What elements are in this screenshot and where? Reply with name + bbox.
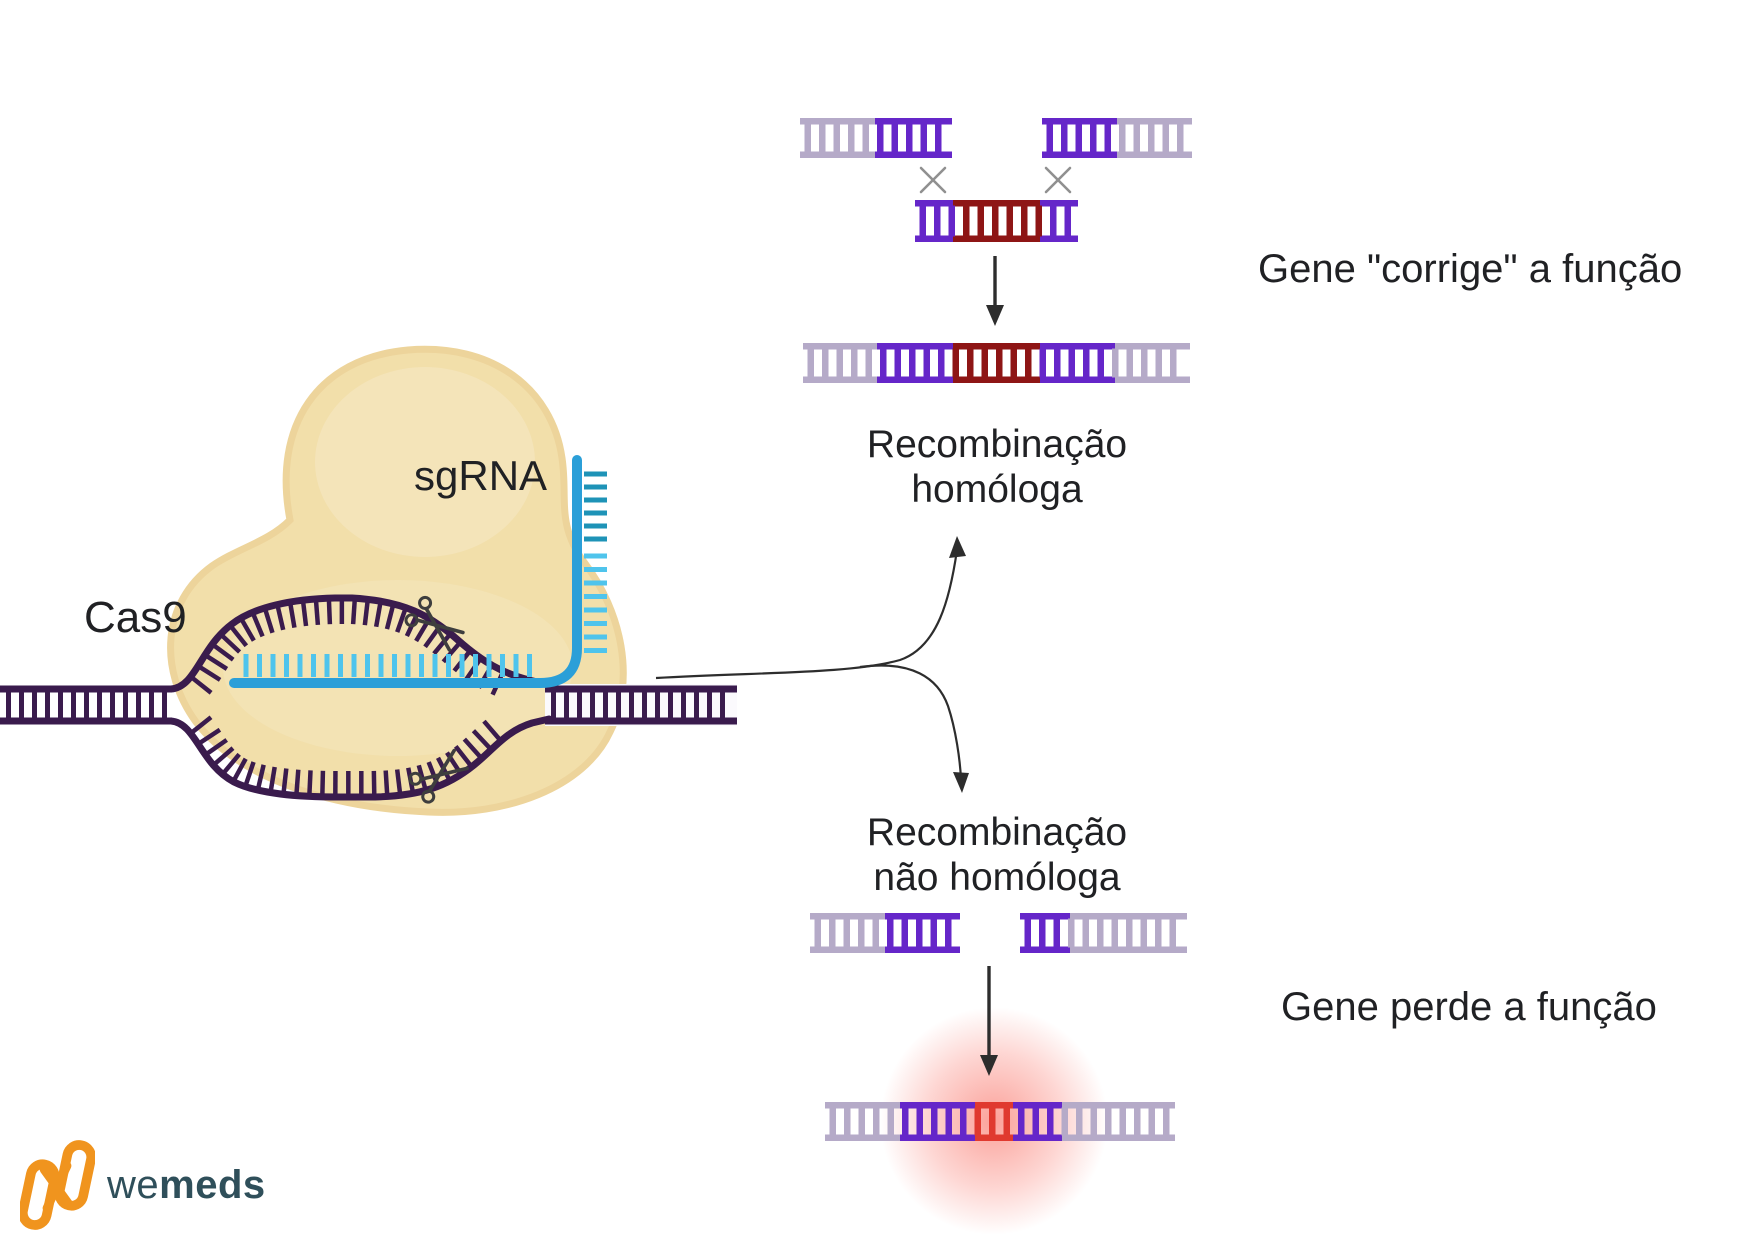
sgrna-strand (229, 455, 582, 688)
cas9-blob-highlight (223, 580, 573, 756)
branch-arrow-down (859, 664, 963, 780)
scissors-icon (404, 595, 465, 652)
cas9-blob-layer (167, 345, 627, 816)
dna-mutated-gene (825, 1102, 1175, 1141)
cas9-label: Cas9 (84, 593, 187, 642)
wemeds-logo-mark (20, 1140, 95, 1230)
sgrna-label: sgRNA (414, 452, 548, 499)
dna-strand (167, 594, 553, 693)
nonhomologous-recombination-label: Recombinação não homóloga (866, 811, 1128, 900)
wemeds-logo-text: wemeds (107, 1163, 266, 1208)
homologous-recombination-label: Recombinação homóloga (866, 423, 1128, 512)
wemeds-logo: wemeds (20, 1140, 266, 1230)
dna-break-right (1020, 913, 1187, 953)
arrowhead (949, 536, 966, 558)
arrowhead (980, 1055, 998, 1076)
crossover-x-icon (1044, 166, 1072, 194)
dna-strand (167, 715, 553, 801)
dna-break-left (810, 913, 960, 953)
logo-meds: meds (159, 1162, 266, 1207)
gene-loses-label: Gene perde a função (1281, 985, 1657, 1029)
dna-donor-template (915, 200, 1078, 242)
crossover-x-icon (919, 166, 947, 194)
dna-fragment-top-left (800, 118, 952, 158)
dna-corrected-gene (803, 343, 1190, 383)
branch-arrow-up (655, 549, 959, 680)
logo-we: we (107, 1162, 160, 1207)
annotations-layer (404, 166, 1072, 1076)
gene-corrects-label: Gene "corrige" a função (1258, 247, 1683, 291)
dna-fragment-top-right (1042, 118, 1192, 158)
cas9-blob-highlight (315, 367, 535, 557)
scissors-icon (408, 748, 469, 804)
arrowhead (986, 305, 1004, 326)
arrowhead (953, 772, 969, 793)
